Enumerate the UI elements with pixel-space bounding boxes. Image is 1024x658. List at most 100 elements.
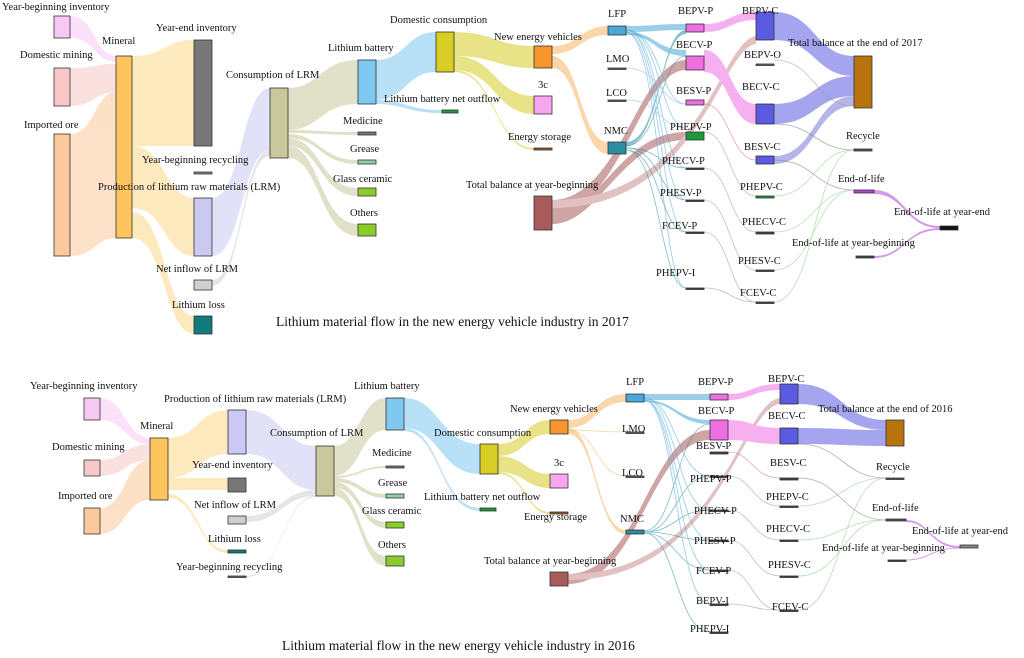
- labels-2017: Year-beginning inventory Domestic mining…: [2, 2, 991, 329]
- node-phecv-c: [779, 539, 799, 542]
- node-fcev-p: [685, 231, 705, 234]
- link-ore-mineral: [100, 460, 150, 534]
- label-medicine: Medicine: [372, 448, 412, 459]
- node-total-balance-year-beginning: [549, 571, 569, 587]
- node-mineral: [115, 55, 133, 239]
- node-others: [357, 223, 377, 237]
- link-becv-becvc: [728, 420, 780, 444]
- label-lithium-battery: Lithium battery: [354, 381, 420, 392]
- node-lithium-battery-net-outflow: [441, 109, 459, 114]
- node-energy-storage: [533, 147, 553, 151]
- node-lithium-loss: [193, 315, 213, 335]
- label-imported-ore: Imported ore: [58, 491, 113, 502]
- node-lco: [625, 475, 645, 478]
- label-glass-ceramic: Glass ceramic: [362, 506, 422, 517]
- label-phepv-c: PHEPV-C: [766, 492, 809, 503]
- node-phepv-p: [685, 131, 705, 141]
- label-domestic-mining: Domestic mining: [52, 442, 125, 453]
- label-phepv-p: PHEPV-P: [690, 474, 732, 485]
- label-medicine: Medicine: [343, 116, 383, 127]
- link-domestic-3c: [498, 456, 550, 488]
- node-lfp: [625, 393, 645, 403]
- node-nmc: [625, 529, 645, 535]
- node-mineral: [149, 437, 169, 501]
- node-imported-ore: [53, 133, 71, 257]
- label-domestic-mining: Domestic mining: [20, 50, 93, 61]
- sankey-2016: Year-beginning inventory Domestic mining…: [30, 374, 1009, 653]
- label-phepv-c: PHEPV-C: [740, 182, 783, 193]
- link-inventory-mineral: [100, 398, 150, 444]
- label-recycle: Recycle: [876, 462, 910, 473]
- label-besv-p: BESV-P: [696, 441, 731, 452]
- node-3c: [549, 473, 569, 489]
- label-end-of-life-year-end: End-of-life at year-end: [894, 207, 991, 218]
- node-phepv-i: [709, 631, 729, 634]
- node-domestic-consumption: [435, 31, 455, 73]
- label-year-beginning-inventory: Year-beginning inventory: [30, 381, 138, 392]
- label-besv-p: BESV-P: [676, 86, 711, 97]
- label-domestic-consumption: Domestic consumption: [434, 428, 532, 439]
- node-year-beginning-recycling: [227, 575, 247, 578]
- node-phecv-p: [709, 509, 729, 512]
- label-phepv-p: PHEPV-P: [670, 122, 712, 133]
- node-glass-ceramic: [385, 521, 405, 529]
- label-phecv-p: PHECV-P: [694, 506, 737, 517]
- label-bepv-c: BEPV-C: [768, 374, 804, 385]
- label-phecv-p: PHECV-P: [662, 156, 705, 167]
- label-lithium-loss: Lithium loss: [172, 300, 225, 311]
- label-production-lrm: Production of lithium raw materials (LRM…: [98, 182, 281, 193]
- label-lithium-battery-net-outflow: Lithium battery net outflow: [424, 492, 541, 503]
- node-lco: [607, 99, 627, 102]
- label-fcev-p: FCEV-P: [662, 221, 697, 232]
- label-lithium-battery-net-outflow: Lithium battery net outflow: [384, 94, 501, 105]
- link-nev-lfp: [568, 394, 626, 428]
- label-total-balance-year-beginning: Total balance at year-beginning: [466, 180, 599, 191]
- link-domestic-nev: [454, 32, 534, 68]
- node-medicine: [385, 465, 405, 469]
- label-mineral: Mineral: [102, 36, 135, 47]
- node-year-end-inventory: [227, 477, 247, 493]
- link-lfp-bepv: [626, 24, 686, 32]
- label-consumption-lrm: Consumption of LRM: [226, 70, 320, 81]
- node-besv-c: [755, 155, 775, 165]
- link-consumption-glass: [288, 138, 358, 196]
- link-consumption-battery: [334, 398, 386, 476]
- links-2017: [70, 12, 940, 334]
- nodes-2017: [53, 11, 959, 335]
- node-lfp: [607, 25, 627, 36]
- link-balance-end: [568, 398, 780, 580]
- node-besv-p: [685, 99, 705, 106]
- link-balance-end: [552, 36, 756, 208]
- label-end-of-life-year-end: End-of-life at year-end: [912, 526, 1009, 537]
- link-battery-domestic: [376, 32, 436, 100]
- label-phesv-p: PHESV-P: [660, 188, 702, 199]
- node-nmc: [607, 141, 627, 155]
- link-consumption-grease: [288, 134, 358, 164]
- node-becv-c: [755, 103, 775, 125]
- label-bepv-i: BEPV-I: [696, 596, 729, 607]
- node-consumption-lrm: [269, 87, 289, 159]
- label-phecv-c: PHECV-C: [742, 217, 786, 228]
- node-lmo: [607, 67, 627, 70]
- label-phecv-c: PHECV-C: [766, 524, 810, 535]
- label-lco: LCO: [622, 468, 643, 479]
- label-lmo: LMO: [622, 424, 646, 435]
- link-ore-mineral: [70, 92, 116, 256]
- node-lithium-battery-net-outflow: [479, 507, 497, 512]
- link-consumption-battery: [288, 60, 358, 130]
- links-2016: [100, 384, 960, 584]
- node-phepv-c: [779, 505, 799, 508]
- link-besvc-end: [774, 96, 854, 164]
- label-phepv-i: PHEPV-I: [690, 624, 730, 635]
- link-inventory-mineral: [70, 16, 116, 62]
- label-energy-storage: Energy storage: [524, 512, 587, 523]
- label-phesv-c: PHESV-C: [738, 256, 781, 267]
- sankey-2017: Year-beginning inventory Domestic mining…: [2, 2, 991, 335]
- node-end-of-life-year-end: [939, 225, 959, 231]
- label-becv-p: BECV-P: [676, 40, 713, 51]
- label-glass-ceramic: Glass ceramic: [333, 174, 393, 185]
- link-battery-netoutflow: [376, 100, 442, 113]
- link-mineral-loss: [132, 212, 194, 334]
- label-besv-c: BESV-C: [770, 458, 806, 469]
